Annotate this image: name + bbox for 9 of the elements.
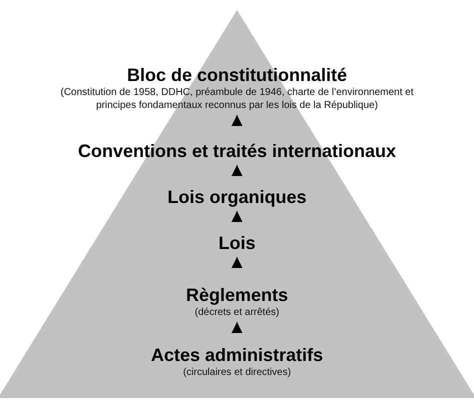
level-title: Conventions et traités internationaux: [78, 140, 396, 162]
level-description: (circulaires et directives): [182, 366, 292, 379]
level-description: (décrets et arrêtés): [194, 306, 280, 319]
level-title: Lois: [218, 232, 256, 254]
level-title: Bloc de constitutionnalité: [126, 64, 348, 86]
level-title: Actes administratifs: [150, 344, 324, 366]
level-description: (Constitution de 1958, DDHC, préambule de 1946, charte de l’environnement et principes fondamentaux reconnus par les lois de la République): [60, 86, 414, 112]
level-title: Lois organiques: [167, 186, 307, 208]
level-title: Règlements: [186, 284, 288, 306]
